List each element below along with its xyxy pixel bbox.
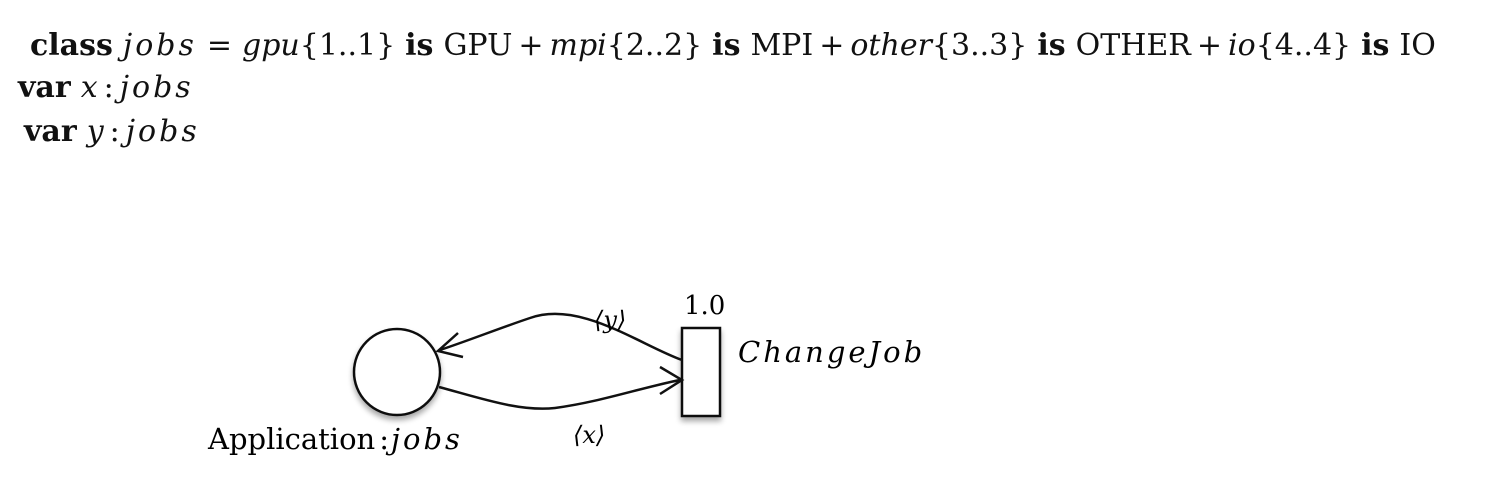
- colon-separator: :: [103, 70, 114, 105]
- member-io-name: io: [1228, 28, 1256, 63]
- plus-sign: +: [518, 28, 544, 63]
- member-other-range: {3..3}: [931, 28, 1028, 63]
- member-gpu-label: GPU: [443, 28, 513, 63]
- member-mpi-name: mpi: [549, 28, 607, 63]
- member-io-is: is: [1361, 28, 1390, 63]
- place-node[interactable]: [352, 327, 442, 417]
- member-io-range: {4..4}: [1255, 28, 1352, 63]
- member-other-is: is: [1037, 28, 1066, 63]
- equals-sign: =: [206, 28, 232, 63]
- arc-place-to-transition: [438, 378, 681, 410]
- var-name: x: [80, 70, 98, 105]
- place-name: Application: [207, 422, 375, 456]
- member-gpu-name: gpu: [242, 28, 300, 63]
- place-type: jobs: [385, 422, 463, 456]
- plus-sign: +: [1196, 28, 1223, 63]
- arc-transition-to-place: [439, 312, 683, 362]
- member-mpi-label: MPI: [750, 28, 814, 63]
- arrowhead-to-transition-icon: [659, 365, 685, 396]
- place-colon: :: [379, 422, 389, 456]
- arrowhead-to-place-icon: [435, 332, 464, 359]
- arc-label-x: ⟨x⟩: [573, 421, 605, 449]
- place-label: Application:jobs: [207, 422, 463, 456]
- transition-label: ChangeJob: [738, 335, 925, 369]
- var-keyword: var: [24, 114, 77, 149]
- member-mpi-range: {2..2}: [606, 28, 703, 63]
- class-keyword: class: [30, 28, 113, 63]
- var-name: y: [86, 114, 104, 149]
- transition-node[interactable]: [680, 326, 722, 418]
- var-type: jobs: [119, 70, 194, 105]
- member-gpu-is: is: [405, 28, 434, 63]
- member-other-label: OTHER: [1075, 28, 1191, 63]
- var-type: jobs: [125, 114, 200, 149]
- plus-sign: +: [819, 28, 845, 63]
- var-keyword: var: [18, 70, 71, 105]
- class-name: jobs: [122, 28, 197, 63]
- member-io-label: IO: [1399, 28, 1436, 63]
- member-mpi-is: is: [712, 28, 741, 63]
- arc-label-y: ⟨y⟩: [594, 306, 626, 334]
- member-gpu-range: {1..1}: [299, 28, 396, 63]
- member-other-name: other: [850, 28, 932, 63]
- colon-separator: :: [109, 114, 120, 149]
- transition-rate: 1.0: [684, 291, 725, 321]
